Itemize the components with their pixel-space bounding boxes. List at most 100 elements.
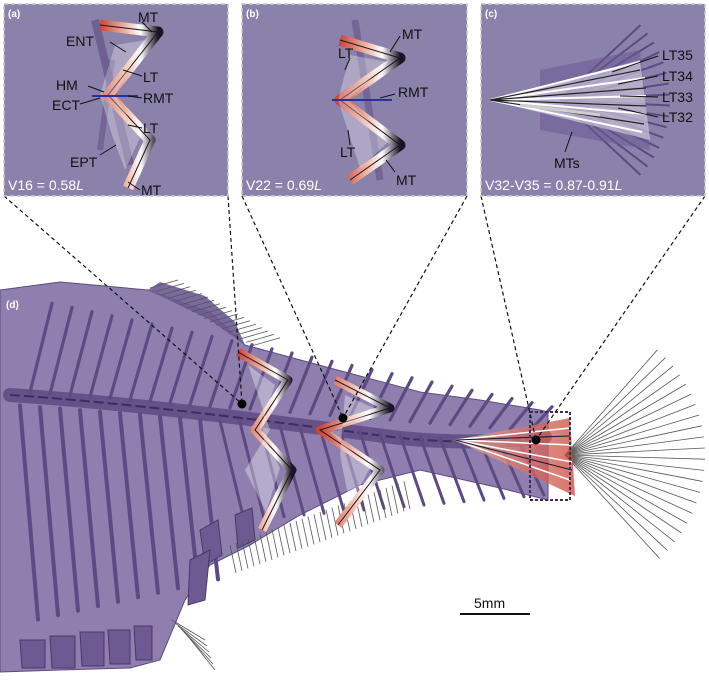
haemal-spine xyxy=(58,406,80,613)
neural-spine xyxy=(468,392,494,428)
caudal-ray xyxy=(564,454,668,551)
neural-spine xyxy=(448,388,474,427)
label-lt34: LT34 xyxy=(662,68,693,84)
neural-spine xyxy=(328,363,354,418)
anal-ray xyxy=(319,511,327,541)
myoseptum-v22 xyxy=(315,375,395,528)
caudal-ray xyxy=(564,454,705,471)
dorsal-ray xyxy=(221,320,251,330)
dorsal-ray xyxy=(209,313,239,323)
haemal-spine xyxy=(418,434,446,505)
panel-a-label: (a) xyxy=(8,9,20,20)
dorsal-ray xyxy=(227,323,257,333)
anal-ray xyxy=(247,538,255,567)
myoseptum-fan-c xyxy=(489,60,650,140)
caudal-ray xyxy=(564,393,692,456)
caudal-ray xyxy=(564,454,697,504)
caudal-ray xyxy=(564,454,693,514)
anal-ray xyxy=(391,485,399,514)
caption-b: V22 = 0.69L xyxy=(246,177,322,193)
caudal-ray xyxy=(564,454,703,482)
dorsal-ray xyxy=(161,286,191,296)
dorsal-ray xyxy=(239,330,269,340)
anal-ray xyxy=(361,496,369,525)
neural-spine xyxy=(428,384,454,425)
anal-ray xyxy=(271,529,279,558)
neural-spine xyxy=(408,380,434,424)
caudal-ray xyxy=(564,454,705,460)
anal-ray xyxy=(403,481,411,510)
anal-ray xyxy=(235,542,243,571)
anal-ray xyxy=(265,531,273,560)
panel-d: (d) 5mm xyxy=(0,279,705,673)
label-rmt-a: RMT xyxy=(143,90,174,106)
caudal-fin-rays xyxy=(564,349,705,559)
caudal-ray xyxy=(564,404,696,456)
caudal-ray xyxy=(564,365,674,456)
neural-spine xyxy=(88,314,114,399)
neural-spine xyxy=(128,322,154,402)
caudal-ray xyxy=(564,447,705,456)
zoom-connectors xyxy=(3,195,706,441)
haemal-spine xyxy=(158,414,180,591)
anal-ray xyxy=(277,527,285,556)
anal-ray xyxy=(186,634,216,671)
anal-ray xyxy=(177,625,210,653)
label-lt33: LT33 xyxy=(662,89,693,105)
haemal-spine xyxy=(98,409,120,604)
label-lt-top-a: LT xyxy=(143,69,159,85)
scale-bar: 5mm xyxy=(460,595,530,615)
haemal-spine xyxy=(438,436,466,504)
caption-a: V16 = 0.58L xyxy=(8,177,84,193)
panel-c: (c) LT35 LT34 LT33 LT32 MTs V32-V35 = 0.… xyxy=(480,3,706,197)
caudal-ray xyxy=(564,414,700,456)
haemal-spine xyxy=(218,419,246,522)
label-lt-top-b: LT xyxy=(338,45,354,61)
anal-fin-rays xyxy=(171,481,411,671)
label-lt-bottom-a: LT xyxy=(143,120,159,136)
anal-ray xyxy=(171,619,206,641)
haemal-spine xyxy=(318,427,346,514)
dorsal-ray xyxy=(233,327,263,336)
anal-ray xyxy=(259,533,267,563)
neural-spine xyxy=(108,318,134,401)
anal-ray xyxy=(253,536,261,565)
caudal-peduncle xyxy=(529,411,571,501)
neural-spine xyxy=(488,396,514,430)
haemal-spine xyxy=(178,415,200,586)
neural-spine xyxy=(68,309,94,397)
haemal-spine xyxy=(238,420,266,520)
dorsal-ray xyxy=(185,300,215,309)
neural-spine xyxy=(288,355,314,414)
label-lt32: LT32 xyxy=(662,109,693,125)
label-hm-a: HM xyxy=(56,77,78,93)
anal-ray xyxy=(367,494,375,523)
dorsal-ray xyxy=(149,279,179,289)
caudal-ray xyxy=(564,454,682,534)
label-mt-bottom-a: MT xyxy=(141,182,162,198)
anal-ray xyxy=(283,525,291,554)
neural-spine xyxy=(28,301,54,394)
dorsal-ray xyxy=(155,283,185,292)
caudal-ray xyxy=(564,425,703,456)
caudal-ray xyxy=(564,349,658,456)
dorsal-ray xyxy=(203,310,233,319)
anal-ray xyxy=(313,514,321,543)
dorsal-ray xyxy=(215,317,245,326)
haemal-spine xyxy=(18,403,40,622)
caption-c: V32-V35 = 0.87-0.91L xyxy=(485,177,622,193)
dorsal-ray xyxy=(245,334,275,343)
panel-b-label: (b) xyxy=(246,9,259,20)
anal-ray xyxy=(325,509,333,538)
dorsal-ray xyxy=(167,289,197,299)
panel-c-label: (c) xyxy=(485,9,497,20)
neural-spine xyxy=(168,330,194,405)
neural-spine xyxy=(308,359,334,416)
anal-ray xyxy=(241,540,249,569)
panel-b: (b) MT LT RMT LT MT V22 = 0.69L xyxy=(241,3,468,197)
anal-ray xyxy=(385,487,393,516)
caudal-ray xyxy=(564,383,686,456)
myoseptum-v16 xyxy=(235,348,297,533)
anal-ray xyxy=(397,483,405,512)
